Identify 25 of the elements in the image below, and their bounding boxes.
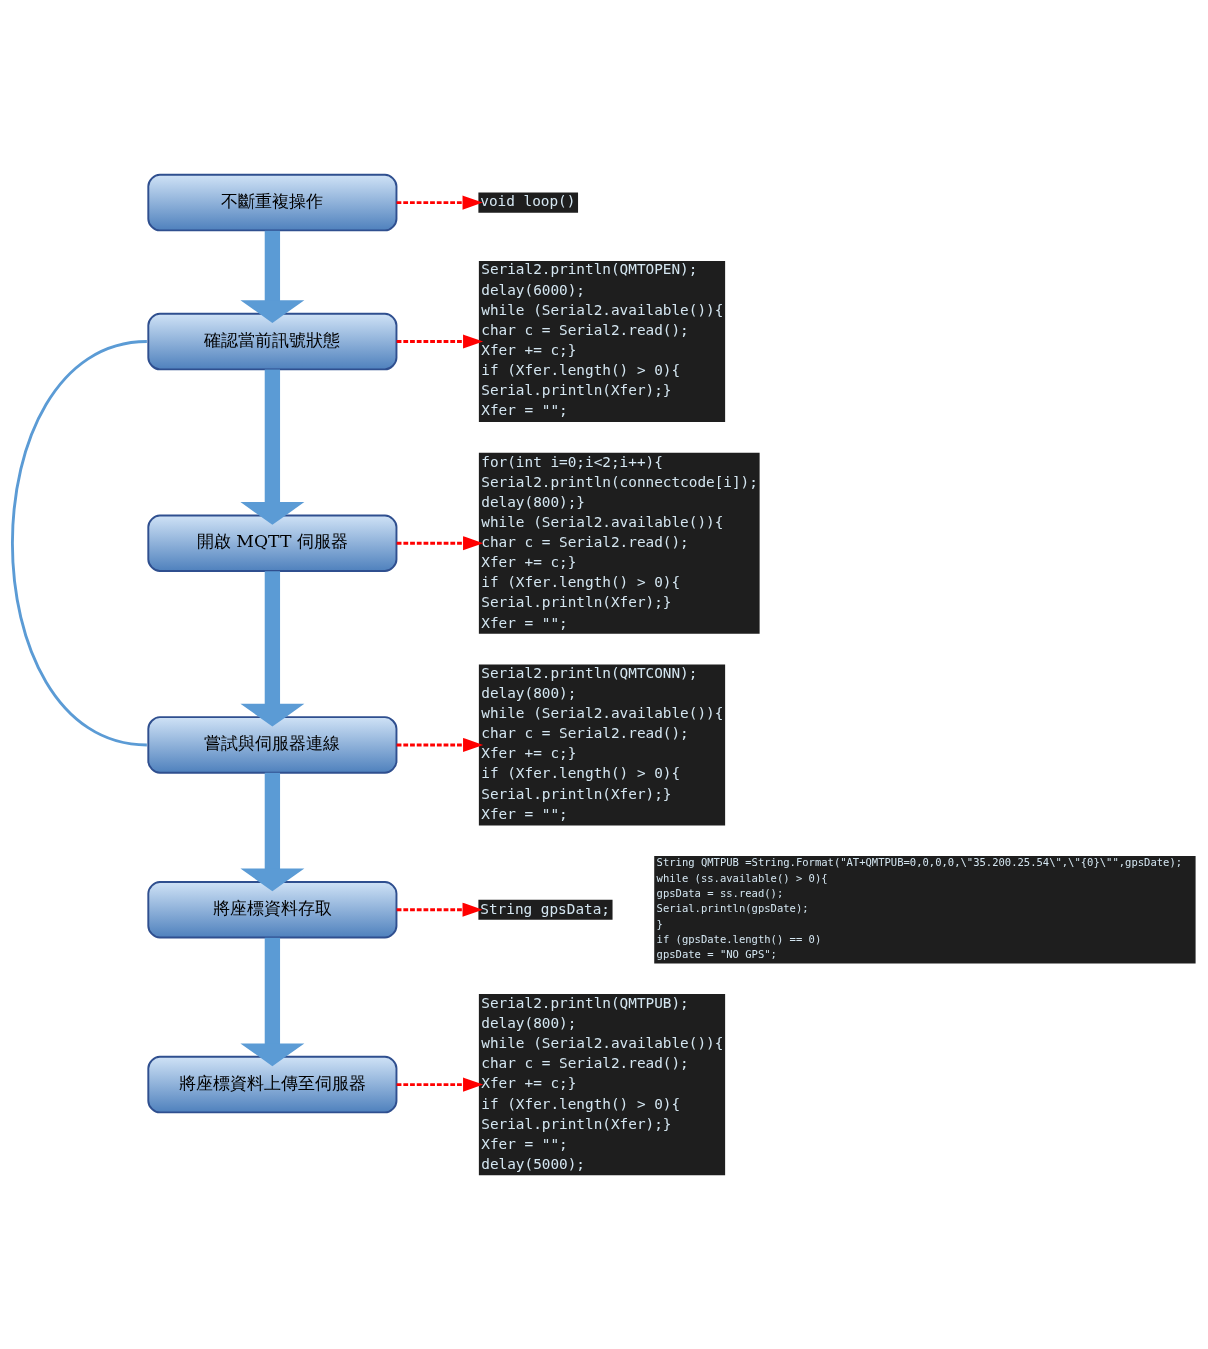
arrow bbox=[240, 772, 305, 891]
node-box: 開啟 MQTT 伺服器 bbox=[147, 514, 398, 572]
node-box: Serial2.println(QMTPUB); delay(800); while (Serial2.available()){ char c = Serial2.read(); Xfer += c;} if (Xfer.length() > 0){ Serial.println(Xfer);} Xfer = ""; delay(5000); bbox=[478, 993, 726, 1175]
connector bbox=[11, 339, 148, 746]
node-box: 將座標資料存取 bbox=[147, 880, 398, 938]
arrow bbox=[240, 570, 305, 727]
arrow bbox=[240, 937, 305, 1066]
node-box: 不斷重複操作 bbox=[147, 173, 398, 231]
arrow bbox=[396, 737, 484, 752]
arrow bbox=[240, 230, 305, 323]
node-box: String QMTPUB =String.Format("AT+QMTPUB=0,0,0,0,\"35.200.25.54\",\"{0}\"",gpsDate); while (ss.available() > 0){ gpsData = ss.read(); Serial.println(gpsDate); } if (gpsDate.length() == 0) gpsDate = "NO GPS"; bbox=[654, 855, 1196, 963]
arrow bbox=[396, 535, 484, 550]
node-box: 將座標資料上傳至伺服器 bbox=[147, 1055, 398, 1113]
arrow bbox=[240, 368, 305, 525]
node-box: Serial2.println(QMTCONN); delay(800); while (Serial2.available()){ char c = Serial2.read(); Xfer += c;} if (Xfer.length() > 0){ Serial.println(Xfer);} Xfer = ""; bbox=[478, 663, 726, 825]
node-box: void loop() bbox=[478, 192, 579, 213]
node-box: for(int i=0;i<2;i++){ Serial2.println(connectcode[i]); delay(800);} while (Serial2.available()){ char c = Serial2.read(); Xfer += c;} if (Xfer.length() > 0){ Serial.println(Xfer);} Xfer = ""; bbox=[478, 452, 760, 634]
arrow bbox=[396, 195, 483, 210]
node-box: 嘗試與伺服器連線 bbox=[147, 715, 398, 774]
node-box: String gpsData; bbox=[478, 899, 613, 920]
node-box: 確認當前訊號狀態 bbox=[147, 312, 398, 370]
arrow bbox=[396, 902, 483, 917]
node-box: Serial2.println(QMTOPEN); delay(6000); while (Serial2.available()){ char c = Serial2.read(); Xfer += c;} if (Xfer.length() > 0){ Serial.println(Xfer);} Xfer = ""; bbox=[478, 260, 726, 422]
arrow bbox=[396, 334, 484, 349]
arrow bbox=[396, 1077, 484, 1092]
